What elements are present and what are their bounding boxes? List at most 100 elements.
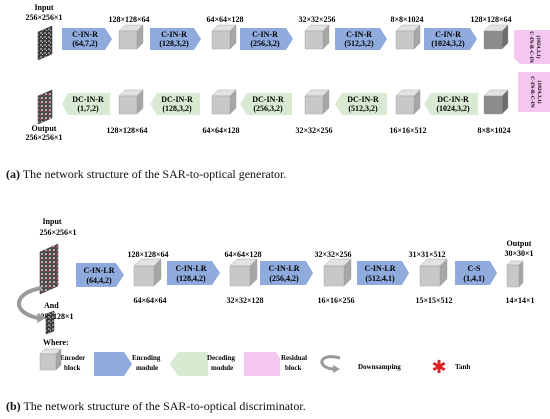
encoding-module-2: C-IN-R (128,3,2)	[150, 28, 201, 50]
encoder-blocks	[39, 24, 524, 371]
svg-text:Decoding: Decoding	[207, 354, 236, 362]
encoder-block-top-1	[118, 24, 144, 50]
svg-text:DC-IN-R: DC-IN-R	[252, 95, 284, 104]
discriminator-dim-top-2: 64×64×128	[224, 250, 261, 259]
discriminator-diagram: Input 256×256×1 And 128×128×1 128×128×64…	[16, 217, 535, 335]
discriminator-small-dims: 128×128×1	[36, 312, 73, 321]
caption-a-text: The network structure of the SAR-to-opti…	[20, 167, 287, 181]
disc-block-3	[323, 258, 352, 287]
discriminator-dim-bottom-2: 32×32×128	[226, 296, 263, 305]
encoder-block-top-2	[211, 24, 237, 50]
svg-text:module: module	[136, 364, 158, 372]
svg-text:DC-IN-R: DC-IN-R	[437, 95, 469, 104]
decoding-module-4: DC-IN-R (512,3,2)	[335, 93, 387, 115]
svg-text:(256,4,2): (256,4,2)	[269, 274, 299, 283]
svg-text:Encoding: Encoding	[132, 354, 161, 362]
decoding-module-1: DC-IN-R (1,7,2)	[62, 93, 110, 115]
legend-where-label: Where:	[43, 338, 69, 347]
svg-text:Encoder: Encoder	[60, 354, 85, 362]
svg-text:(1024,3,2): (1024,3,2)	[431, 39, 465, 48]
svg-text:(1,4,1): (1,4,1)	[463, 274, 485, 283]
svg-text:(64,7,2): (64,7,2)	[72, 39, 98, 48]
generator-dim-top-5: 128×128×64	[470, 15, 511, 24]
svg-text:C-IN-LR: C-IN-LR	[175, 264, 206, 273]
svg-text:block: block	[64, 364, 80, 372]
generator-output-image	[37, 89, 53, 125]
discriminator-module-5: C-S (1,4,1)	[455, 261, 497, 285]
legend-downsampling: Downsamping	[320, 355, 401, 373]
svg-text:(256,3,2): (256,3,2)	[253, 104, 283, 113]
legend-encoder-block-icon	[39, 348, 62, 371]
legend-tanh: ✱ Tanh	[431, 357, 470, 377]
residual-block-2: C-IN-R-C-IN (1024,3,1)	[518, 72, 550, 112]
generator-diagram: Input 256×256×1 128×128×64 64×64×128 32×…	[25, 3, 550, 142]
generator-output-dims: 256×256×1	[25, 133, 62, 142]
decoding-module-3: DC-IN-R (256,3,2)	[240, 93, 292, 115]
downsampling-arrow	[16, 286, 43, 320]
generator-dim-top-2: 64×64×128	[206, 15, 243, 24]
svg-text:C-IN-R-C-IN: C-IN-R-C-IN	[528, 31, 534, 62]
discriminator-dim-top-1: 128×128×64	[127, 250, 168, 259]
disc-block-output	[506, 260, 524, 288]
svg-text:C-IN-LR: C-IN-LR	[268, 264, 299, 273]
discriminator-dim-top-4: 31×31×512	[408, 250, 445, 259]
generator-dim-bottom-1: 128×128×64	[106, 126, 147, 135]
discriminator-output-label: Output	[507, 239, 532, 248]
caption-a-tag: (a)	[6, 167, 20, 181]
svg-text:(512,3,2): (512,3,2)	[348, 104, 378, 113]
generator-dim-bottom-2: 64×64×128	[202, 126, 239, 135]
discriminator-small-image	[45, 310, 55, 335]
disc-block-2	[229, 258, 258, 287]
caption-b-tag: (b)	[6, 399, 21, 413]
discriminator-output-dims: 30×30×1	[504, 249, 533, 258]
svg-text:(128,3,2): (128,3,2)	[159, 39, 189, 48]
generator-dim-top-4: 8×8×1024	[390, 15, 423, 24]
svg-text:(1024,3,1): (1024,3,1)	[535, 36, 542, 59]
svg-text:DC-IN-R: DC-IN-R	[347, 95, 379, 104]
svg-text:C-IN-R: C-IN-R	[252, 30, 278, 39]
caption-b-text: The network structure of the SAR-to-opti…	[20, 399, 306, 413]
legend-encoder-block: Encoder block	[60, 354, 85, 372]
svg-text:C-IN-R-C-IN: C-IN-R-C-IN	[529, 76, 535, 107]
svg-text:C-IN-R: C-IN-R	[346, 30, 372, 39]
discriminator-dim-bottom-1: 64×64×64	[133, 296, 166, 305]
discriminator-module-1: C-IN-LR (64,4,2)	[76, 263, 124, 287]
encoder-block-top-5	[483, 24, 509, 50]
residual-block-1: C-IN-R-C-IN (1024,3,1)	[514, 30, 550, 64]
discriminator-module-4: C-IN-LR (512,4,1)	[357, 261, 409, 285]
discriminator-input-label: Input	[42, 217, 61, 226]
decoding-module-5: DC-IN-R (1024,3,2)	[424, 93, 478, 115]
svg-text:(1,7,2): (1,7,2)	[77, 104, 99, 113]
svg-text:C-IN-R: C-IN-R	[435, 30, 461, 39]
svg-text:C-IN-R: C-IN-R	[161, 30, 187, 39]
generator-input-image	[37, 25, 53, 61]
svg-text:(512,4,1): (512,4,1)	[365, 274, 395, 283]
svg-text:C-IN-LR: C-IN-LR	[83, 266, 114, 275]
svg-text:Tanh: Tanh	[455, 363, 470, 371]
svg-text:(64,4,2): (64,4,2)	[86, 276, 112, 285]
svg-text:DC-IN-R: DC-IN-R	[72, 95, 104, 104]
encoder-block-bottom-4	[395, 89, 421, 115]
svg-text:DC-IN-R: DC-IN-R	[161, 95, 193, 104]
generator-dim-top-3: 32×32×256	[298, 15, 335, 24]
generator-output-label: Output	[32, 124, 57, 133]
svg-text:(1024,3,1): (1024,3,1)	[536, 81, 543, 104]
svg-text:Residual: Residual	[281, 354, 307, 362]
discriminator-module-2: C-IN-LR (128,4,2)	[167, 261, 220, 285]
generator-input-dims: 256×256×1	[25, 13, 62, 22]
discriminator-dim-bottom-5: 14×14×1	[505, 296, 534, 305]
tanh-star-icon: ✱	[431, 357, 446, 377]
svg-text:(512,3,2): (512,3,2)	[344, 39, 374, 48]
svg-text:module: module	[211, 364, 233, 372]
encoder-block-top-3	[304, 24, 330, 50]
discriminator-and-label: And	[44, 301, 59, 310]
encoder-block-bottom-5	[483, 89, 509, 115]
encoding-module-5: C-IN-R (1024,3,2)	[424, 28, 477, 50]
generator-dim-bottom-4: 16×16×512	[389, 126, 426, 135]
encoding-module-4: C-IN-R (512,3,2)	[335, 28, 387, 50]
discriminator-input-image	[39, 243, 59, 295]
legend-residual-block: Residual block	[244, 352, 307, 376]
encoder-block-bottom-3	[304, 89, 330, 115]
svg-text:C-S: C-S	[468, 264, 481, 273]
